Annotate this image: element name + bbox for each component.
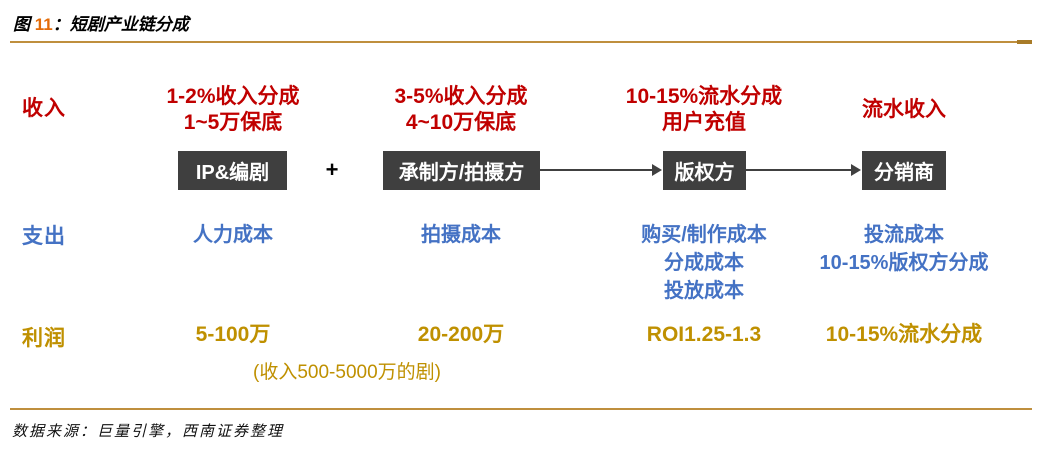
expense-producer-line1: 拍摄成本: [421, 224, 501, 246]
income-copyright-holder: 10-15%流水分成 用户充值: [574, 84, 834, 136]
chain-node-ip-writer: IP&编剧: [178, 151, 287, 190]
expense-copyright-line3: 投放成本: [664, 280, 744, 302]
figure-title-text: 短剧产业链分成: [69, 15, 189, 35]
income-producer-line1: 3-5%收入分成: [394, 85, 528, 108]
expense-distributor: 投流成本 10-15%版权方分成: [774, 221, 1034, 277]
expense-ip-writer-line1: 人力成本: [193, 224, 273, 246]
profit-note: (收入500-5000万的剧): [253, 362, 441, 383]
figure-title-prefix: 图: [13, 15, 30, 35]
arrow-head-icon: [652, 164, 662, 176]
income-distributor: 流水收入: [774, 97, 1034, 123]
row-label-profit: 利润: [22, 327, 66, 350]
row-label-income: 收入: [22, 97, 66, 120]
chain-node-producer: 承制方/拍摄方: [383, 151, 540, 190]
chain-node-copyright-holder: 版权方: [663, 151, 746, 190]
expense-copyright-line2: 分成成本: [664, 252, 744, 274]
footer-source: 数据来源：巨量引擎，西南证券整理: [12, 422, 285, 440]
expense-distributor-line2: 10-15%版权方分成: [819, 252, 989, 274]
arrow-head-icon: [851, 164, 861, 176]
figure-title: 图 11：短剧产业链分成: [13, 10, 189, 35]
expense-copyright-holder: 购买/制作成本 分成成本 投放成本: [574, 221, 834, 305]
arrow-producer-to-copyright: [540, 169, 653, 171]
expense-distributor-line1: 投流成本: [864, 224, 944, 246]
chain-node-distributor: 分销商: [862, 151, 946, 190]
profit-distributor: 10-15%流水分成: [825, 323, 983, 346]
title-underline: [10, 41, 1032, 43]
income-copyright-line1: 10-15%流水分成: [625, 85, 783, 108]
income-ip-writer-line1: 1-2%收入分成: [166, 85, 300, 108]
arrow-copyright-to-distributor: [746, 169, 851, 171]
expense-ip-writer: 人力成本: [103, 221, 363, 249]
income-distributor-line1: 流水收入: [862, 98, 946, 121]
income-ip-writer: 1-2%收入分成 1~5万保底: [103, 84, 363, 136]
plus-sign: +: [325, 157, 339, 182]
income-copyright-line2: 用户充值: [662, 111, 746, 134]
profit-producer: 20-200万: [417, 323, 505, 346]
expense-copyright-line1: 购买/制作成本: [641, 224, 767, 246]
title-underline-end-cap: [1017, 40, 1032, 44]
profit-copyright-holder: ROI1.25-1.3: [646, 323, 762, 346]
profit-ip-writer: 5-100万: [195, 323, 271, 346]
figure-title-separator: ：: [52, 15, 70, 35]
row-label-expense: 支出: [22, 225, 66, 248]
expense-producer: 拍摄成本: [331, 221, 591, 249]
figure-number: 11: [34, 15, 53, 34]
income-producer-line2: 4~10万保底: [405, 111, 517, 134]
income-ip-writer-line2: 1~5万保底: [183, 111, 283, 134]
income-producer: 3-5%收入分成 4~10万保底: [331, 84, 591, 136]
footer-rule: [10, 408, 1032, 410]
